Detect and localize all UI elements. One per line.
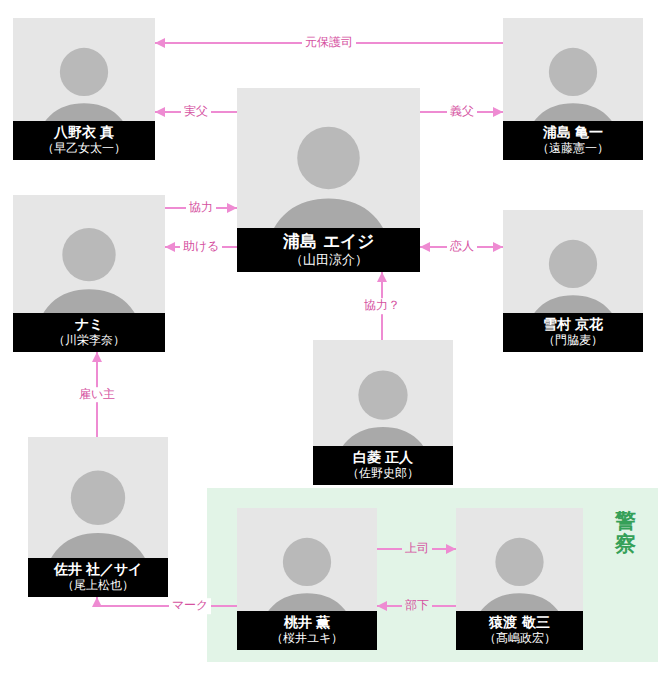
actor-name: （山田涼介）	[241, 252, 416, 268]
character-name: 浦島 亀一	[507, 124, 639, 142]
actor-name: （遠藤憲一）	[507, 141, 639, 156]
character-name: 佐井 社／サイ	[32, 561, 164, 579]
group-label: 警察	[615, 510, 636, 556]
relation-arrow	[96, 352, 98, 437]
name-plate: 白菱 正人（佐野史郎）	[313, 446, 453, 486]
character-card: 白菱 正人（佐野史郎）	[313, 340, 453, 485]
relation-label: 協力？	[361, 298, 403, 314]
relation-arrow	[165, 207, 237, 209]
character-card: 浦島 亀一（遠藤憲一）	[503, 18, 643, 160]
relation-label: 協力	[186, 200, 216, 216]
portrait-ground	[13, 18, 155, 160]
character-card: 八野衣 真（早乙女太一）	[13, 18, 155, 160]
relation-arrow	[377, 548, 456, 550]
relation-label: 義父	[447, 104, 477, 120]
character-card: 雪村 京花（門脇麦）	[503, 210, 643, 352]
name-plate: 桃井 薫（桜井ユキ）	[237, 611, 377, 651]
portrait-ground	[456, 508, 583, 650]
relation-label: 元保護司	[302, 35, 356, 51]
portrait-head	[60, 48, 108, 96]
portrait-head	[495, 538, 543, 586]
character-card: 佐井 社／サイ（尾上松也）	[28, 437, 168, 597]
character-name: ナミ	[17, 316, 161, 334]
relation-label: 上司	[402, 541, 432, 557]
name-plate: 浦島 亀一（遠藤憲一）	[503, 121, 643, 161]
relation-arrow	[155, 42, 503, 44]
portrait-ground	[237, 88, 420, 272]
portrait-ground	[237, 508, 377, 650]
name-plate: ナミ（川栄李奈）	[13, 313, 165, 353]
portrait-ground	[503, 210, 643, 352]
character-name: 猿渡 敬三	[460, 614, 579, 632]
actor-name: （川栄李奈）	[17, 333, 161, 348]
relation-arrow	[381, 272, 383, 340]
relation-label: 助ける	[180, 239, 222, 255]
relation-arrow	[97, 597, 237, 606]
relation-label: 雇い主	[76, 387, 118, 403]
actor-name: （門脇麦）	[507, 333, 639, 348]
group-band-fill	[207, 488, 658, 662]
relation-arrow	[377, 605, 456, 607]
character-card: 桃井 薫（桜井ユキ）	[237, 508, 377, 650]
name-plate: 雪村 京花（門脇麦）	[503, 313, 643, 353]
relation-arrow	[165, 246, 237, 248]
relation-label: 恋人	[447, 239, 477, 255]
actor-name: （佐野史郎）	[317, 466, 449, 481]
actor-name: （早乙女太一）	[17, 141, 151, 156]
portrait-head	[549, 240, 597, 288]
relation-label: マーク	[169, 598, 211, 614]
portrait-head	[549, 48, 597, 96]
actor-name: （尾上松也）	[32, 578, 164, 593]
group-band: 警察桃井 薫（桜井ユキ） 猿渡 敬三（髙嶋政宏）	[207, 488, 658, 662]
portrait-head	[283, 538, 331, 586]
portrait-head	[71, 471, 125, 525]
character-name: 雪村 京花	[507, 316, 639, 334]
relation-arrow	[420, 111, 503, 113]
portrait-head	[297, 127, 360, 190]
relation-label: 部下	[402, 598, 432, 614]
portrait-ground	[503, 18, 643, 160]
relation-label: 実父	[181, 104, 211, 120]
relation-arrow	[155, 111, 237, 113]
character-name: 浦島 エイジ	[241, 231, 416, 252]
name-plate: 佐井 社／サイ（尾上松也）	[28, 558, 168, 598]
portrait-head	[358, 370, 407, 419]
portrait-head	[62, 228, 115, 281]
character-name: 桃井 薫	[241, 614, 373, 632]
portrait-ground	[313, 340, 453, 485]
character-card: 浦島 エイジ（山田涼介）	[237, 88, 420, 272]
actor-name: （桜井ユキ）	[241, 631, 373, 646]
relation-arrow	[420, 246, 503, 248]
name-plate: 猿渡 敬三（髙嶋政宏）	[456, 611, 583, 651]
portrait-ground	[28, 437, 168, 597]
character-name: 八野衣 真	[17, 124, 151, 142]
character-card: ナミ（川栄李奈）	[13, 195, 165, 352]
character-name: 白菱 正人	[317, 449, 449, 467]
actor-name: （髙嶋政宏）	[460, 631, 579, 646]
name-plate: 八野衣 真（早乙女太一）	[13, 121, 155, 161]
portrait-ground	[13, 195, 165, 352]
name-plate: 浦島 エイジ（山田涼介）	[237, 228, 420, 273]
character-card: 猿渡 敬三（髙嶋政宏）	[456, 508, 583, 650]
